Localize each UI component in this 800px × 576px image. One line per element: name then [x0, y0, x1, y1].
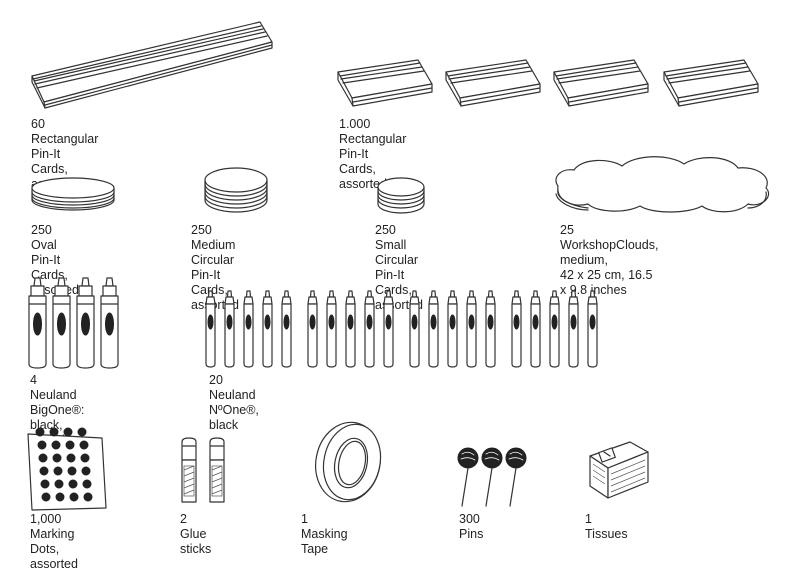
- pin-icon: [457, 447, 527, 507]
- glue-stick-icon: [181, 437, 225, 503]
- marking-dots-sheet-icon: [27, 427, 107, 511]
- item-label: 1 Masking Tape: [301, 512, 348, 556]
- item-label: 1.000 Rectangular Pin-It Cards, assorted: [339, 117, 407, 191]
- marker-icon: [204, 290, 604, 370]
- item-label: 1,000 Marking Dots, assorted: [30, 512, 78, 571]
- item-label: 20 Neuland NºOne®, black: [209, 373, 259, 432]
- card-stacks-icon: [337, 59, 759, 107]
- card-stack-long-icon: [31, 21, 273, 109]
- item-label: 1 Tissues: [585, 512, 628, 541]
- medium-circle-cards-icon: [204, 167, 268, 213]
- cloud-cards-icon: [555, 156, 770, 213]
- big-marker-icon: [28, 277, 119, 369]
- item-label: 25 WorkshopClouds, medium, 42 x 25 cm, 1…: [560, 223, 659, 297]
- small-circle-cards-icon: [377, 177, 425, 214]
- item-label: 250 Small Circular Pin-It Cards, assorte…: [375, 223, 423, 312]
- tissue-box-icon: [589, 441, 649, 499]
- item-label: 2 Glue sticks: [180, 512, 212, 556]
- masking-tape-icon: [315, 421, 382, 503]
- item-label: 300 Pins: [459, 512, 484, 541]
- item-label: 250 Medium Circular Pin-It Cards, assort…: [191, 223, 239, 312]
- oval-cards-icon: [31, 177, 115, 211]
